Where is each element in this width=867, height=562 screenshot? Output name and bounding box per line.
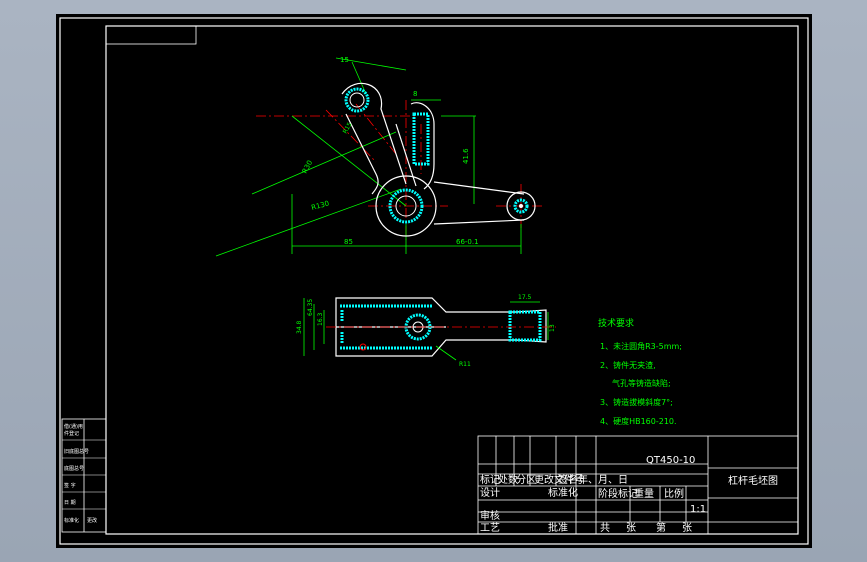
dim-r130: R130 — [310, 199, 330, 211]
tech-item-2: 2、铸件无夹渣, — [600, 360, 656, 370]
cad-viewport[interactable]: 借(通)用 件登记 旧底图总号 底图总号 签 字 日 期 标准化 更改 — [56, 14, 812, 548]
hatch-areas — [344, 87, 529, 224]
tech-item-2b: 气孔等铸造缺陷; — [612, 378, 671, 388]
row-header-5: 年、月、日 — [578, 473, 628, 486]
stage-label: 阶段标记 — [598, 487, 638, 500]
scale-label: 1:1 — [690, 504, 706, 515]
tech-requirements: 技术要求 1、未注圆角R3-5mm; 2、铸件无夹渣, 气孔等铸造缺陷; 3、铸… — [598, 317, 682, 426]
tech-item-3: 3、铸造拔模斜度7°; — [600, 397, 673, 407]
side-row-1: 件登记 — [64, 430, 79, 437]
sec-dim-3: 16.3 — [317, 312, 324, 326]
side-row-6: 标准化 — [64, 517, 79, 524]
section-dimension-lines — [303, 298, 549, 361]
row-header-0: 标记 — [480, 474, 500, 486]
dim-85: 85 — [344, 238, 353, 246]
sheets-0: 共 — [600, 522, 610, 534]
side-table — [61, 418, 107, 533]
dim-height-41: 41.6 — [462, 148, 470, 164]
sec-dim-2: 64.35 — [307, 299, 314, 316]
side-row-0: 借(通)用 — [64, 423, 83, 430]
title-block-text: QT450-10 杠杆毛坯图 1:1 标记 处数 分区 更改文件号 签名 年、月… — [480, 455, 778, 534]
side-table-lines — [62, 439, 106, 510]
hole-small — [513, 198, 529, 214]
centerlines — [256, 100, 544, 240]
dim-width-8: 8 — [413, 90, 417, 98]
dim-66: 66-0.1 — [456, 238, 479, 246]
side-row-4: 签 字 — [64, 482, 76, 489]
row-header-1: 处数 — [498, 473, 518, 486]
row-header-2: 分区 — [516, 474, 536, 486]
standardize-label: 标准化 — [548, 486, 578, 499]
dim-top-angle: 15 — [340, 56, 349, 64]
side-row-5: 日 期 — [64, 500, 76, 506]
sheets-1: 张 — [626, 522, 636, 534]
section-dimension-labels: 34.8 64.35 16.3 17.5 13 R11 — [296, 294, 556, 368]
process-label: 工艺 — [480, 522, 500, 534]
side-table-text: 借(通)用 件登记 旧底图总号 底图总号 签 字 日 期 标准化 更改 — [64, 423, 97, 524]
row-header-3: 更改文件号 — [534, 473, 584, 486]
side-row-7: 更改 — [87, 517, 97, 524]
ratio-label: 比例 — [664, 487, 684, 500]
title-block — [477, 435, 799, 535]
sec-radius-note: R11 — [459, 361, 471, 368]
part-name-label: 杠杆毛坯图 — [728, 474, 778, 487]
sec-dim-side: 13 — [549, 324, 556, 332]
weight-label: 重量 — [634, 487, 654, 500]
row-header-4: 签名 — [558, 473, 578, 486]
dim-r15: R15 — [342, 121, 354, 135]
top-left-box — [105, 25, 197, 45]
material-label: QT450-10 — [646, 455, 695, 466]
design-label: 设计 — [480, 486, 500, 499]
hole-top — [344, 87, 370, 113]
side-row-2: 旧底图总号 — [64, 448, 89, 455]
tech-heading: 技术要求 — [598, 317, 634, 329]
approve-label: 批准 — [548, 521, 568, 534]
review-label: 审核 — [480, 509, 500, 522]
main-dimension-labels: 15 8 41.6 R30 R130 85 66-0.1 R15 — [301, 56, 479, 246]
drawing-canvas: 借(通)用 件登记 旧底图总号 底图总号 签 字 日 期 标准化 更改 — [59, 17, 809, 545]
construction-lines — [215, 57, 522, 257]
outer-frame — [59, 17, 809, 545]
section-outline — [335, 297, 547, 357]
inner-frame — [105, 25, 799, 535]
sec-dim-top: 17.5 — [518, 294, 532, 301]
tech-item-4: 4、硬度HB160-210. — [600, 416, 677, 426]
hatch-block — [412, 112, 430, 166]
section-hatch — [340, 304, 542, 350]
part-outline — [341, 82, 536, 237]
tech-item-1: 1、未注圆角R3-5mm; — [600, 341, 682, 351]
sheets-3: 张 — [682, 522, 692, 534]
dim-r30: R30 — [301, 159, 315, 175]
side-row-3: 底图总号 — [64, 465, 84, 472]
hole-main — [388, 188, 424, 224]
sec-dim-1: 34.8 — [296, 320, 303, 334]
sheets-2: 第 — [656, 521, 666, 534]
